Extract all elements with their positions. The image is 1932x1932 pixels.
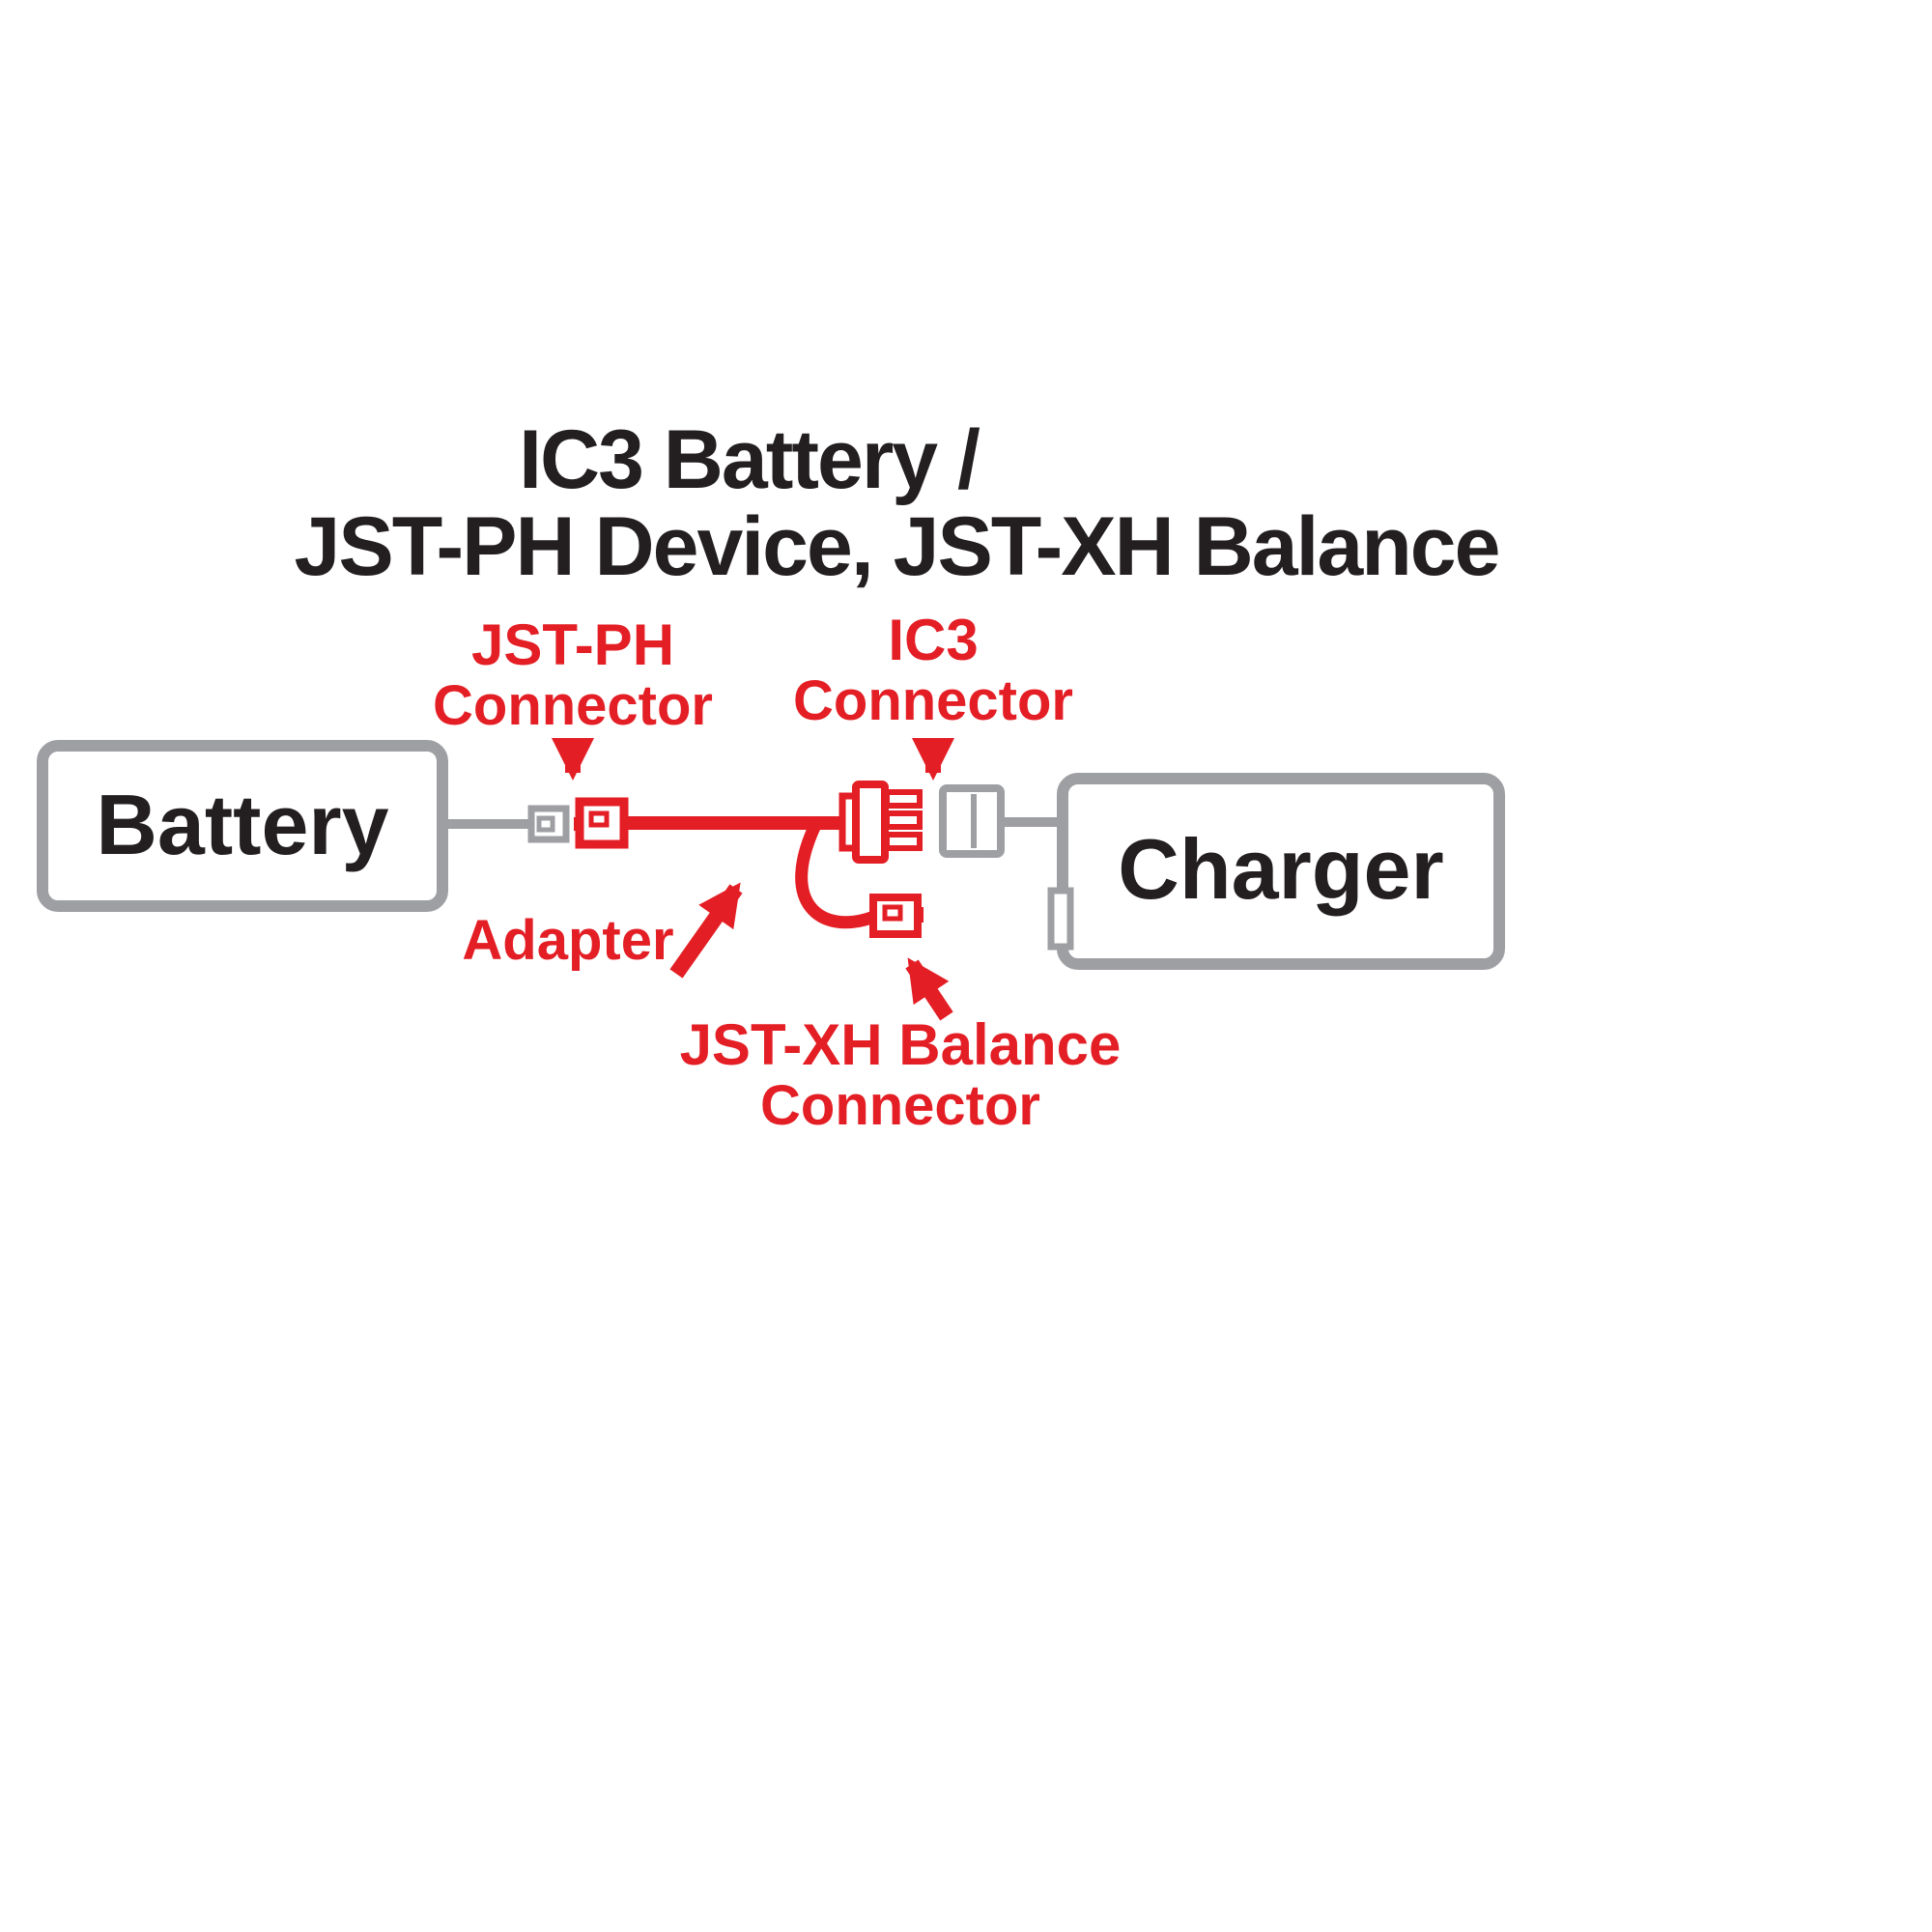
balance-branch-wire bbox=[795, 820, 874, 929]
jst-xh-label-line2: Connector bbox=[760, 1074, 1040, 1137]
adapter-arrow-icon bbox=[669, 882, 743, 979]
ic3-label-line2: Connector bbox=[793, 669, 1073, 732]
jst-ph-connector-icon bbox=[574, 797, 629, 849]
charger-label: Charger bbox=[1118, 821, 1443, 917]
ic3-label-line1: IC3 bbox=[888, 608, 978, 672]
jst-xh-connector-icon bbox=[869, 894, 923, 938]
battery-plug-icon bbox=[527, 805, 570, 843]
jst-ph-label-line1: JST-PH bbox=[471, 612, 674, 677]
jst-ph-label-line2: Connector bbox=[433, 674, 713, 737]
jst-xh-label-line1: JST-XH Balance bbox=[680, 1012, 1122, 1077]
charger-plug-icon bbox=[939, 784, 1005, 858]
adapter-label: Adapter bbox=[462, 909, 673, 972]
diagram-title-line2: JST-PH Device, JST-XH Balance bbox=[295, 500, 1499, 593]
jst-xh-arrow-icon bbox=[905, 957, 953, 1021]
charger-box bbox=[1057, 773, 1505, 970]
charger-balance-port-icon bbox=[1047, 887, 1074, 951]
ic3-connector-icon bbox=[838, 781, 923, 864]
diagram-title-line1: IC3 Battery / bbox=[519, 413, 980, 506]
battery-label: Battery bbox=[96, 777, 388, 872]
